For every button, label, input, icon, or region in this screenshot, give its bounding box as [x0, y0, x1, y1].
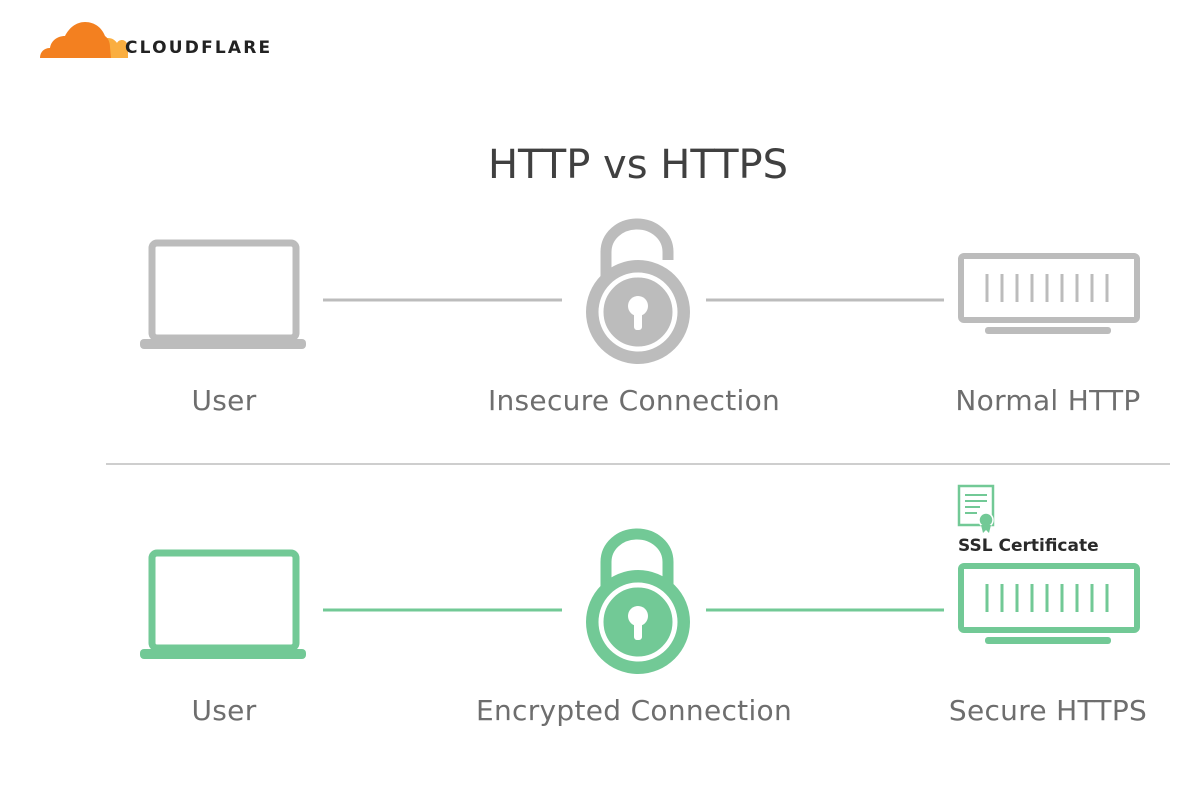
- server-icon: [958, 563, 1140, 644]
- client-label: User: [191, 694, 257, 727]
- cloudflare-logo-icon: [40, 22, 128, 58]
- diagram-title: HTTP vs HTTPS: [487, 142, 789, 188]
- server-icon: [958, 253, 1140, 334]
- connection-label: Insecure Connection: [487, 384, 781, 417]
- connection-label: Encrypted Connection: [476, 694, 792, 727]
- cloud-front-shape: [40, 22, 111, 58]
- open-padlock-icon: [586, 218, 690, 364]
- server-label: Secure HTTPS: [948, 694, 1148, 727]
- certificate-icon: [957, 484, 995, 533]
- laptop-icon: [140, 239, 306, 349]
- server-label: Normal HTTP: [955, 384, 1141, 417]
- certificate-label: SSL Certificate: [958, 536, 1099, 556]
- client-label: User: [191, 384, 257, 417]
- brand-name: CLOUDFLARE: [125, 38, 273, 58]
- laptop-icon: [140, 549, 306, 659]
- closed-padlock-icon: [586, 528, 690, 674]
